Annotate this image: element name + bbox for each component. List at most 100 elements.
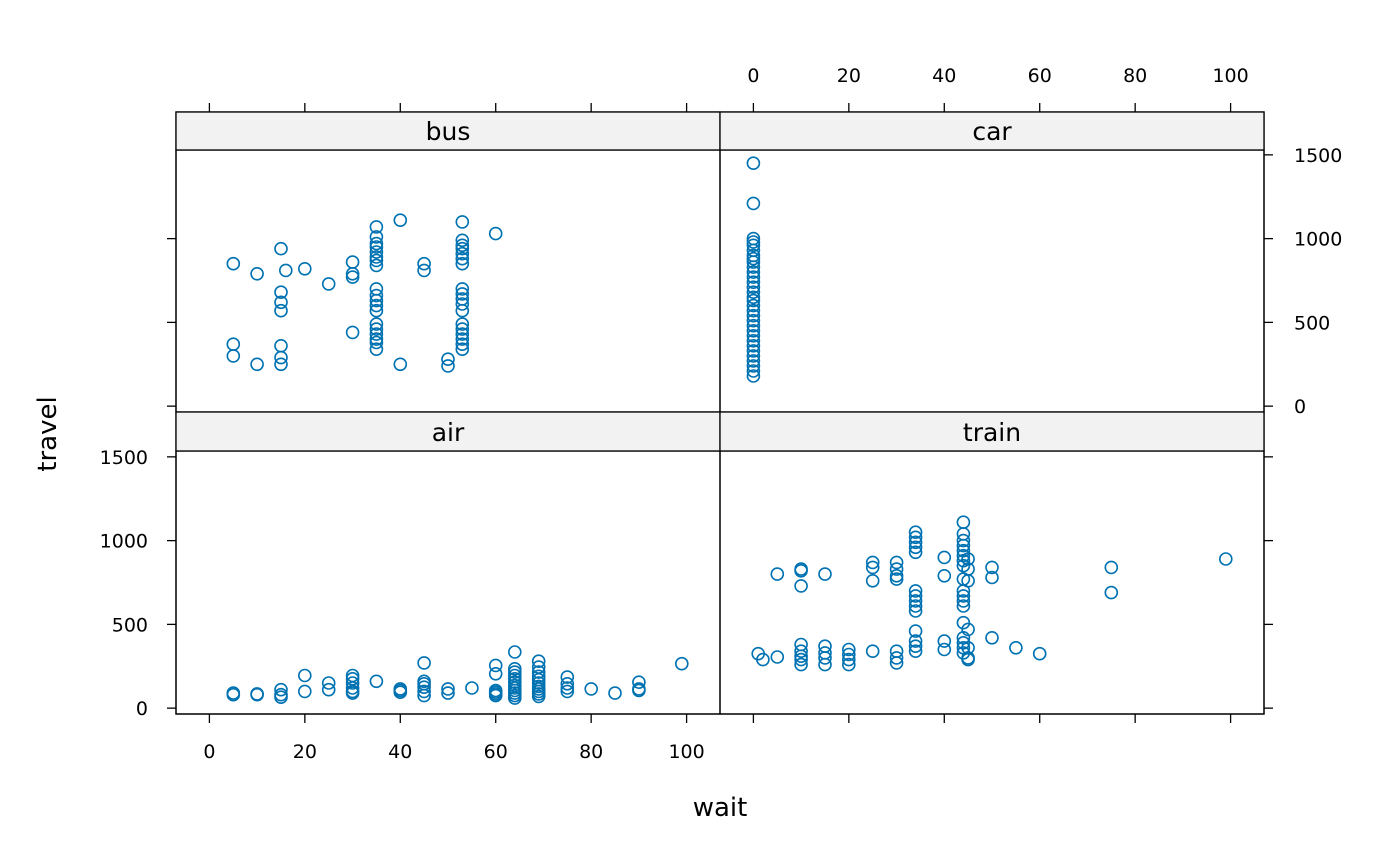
point-bus <box>455 342 470 357</box>
point-air <box>531 665 546 679</box>
point-bus <box>441 352 455 367</box>
point-bus <box>417 263 431 278</box>
point-bus <box>455 322 470 336</box>
y-tick-label-right: 0 <box>1294 396 1306 418</box>
x-tick-label-bottom: 100 <box>668 741 704 763</box>
point-train <box>908 540 923 555</box>
point-bus <box>297 261 312 276</box>
point-air <box>226 687 241 702</box>
point-air <box>417 684 431 699</box>
point-bus <box>369 240 384 254</box>
panel-frame-air <box>175 450 721 715</box>
point-train <box>794 579 808 593</box>
strip-car <box>719 111 1265 151</box>
point-bus <box>393 357 408 372</box>
point-car <box>746 298 761 313</box>
strip-bus <box>175 111 721 151</box>
point-bus <box>455 287 470 301</box>
point-bus <box>369 253 384 268</box>
point-train <box>794 644 808 659</box>
point-bus <box>274 338 288 353</box>
point-bus <box>417 256 431 271</box>
point-bus <box>455 215 470 229</box>
point-bus <box>455 233 470 248</box>
point-train <box>818 651 832 665</box>
strip-label-air: air <box>432 418 465 447</box>
point-air <box>417 656 431 670</box>
point-car <box>746 156 761 170</box>
point-train <box>908 589 923 603</box>
point-train <box>937 550 952 565</box>
point-bus <box>369 293 384 308</box>
point-car <box>746 280 761 295</box>
point-air <box>321 676 336 690</box>
point-train <box>956 599 971 613</box>
point-air <box>584 682 599 696</box>
point-train <box>889 568 904 583</box>
point-air <box>507 665 522 679</box>
point-train <box>961 552 975 566</box>
point-air <box>250 687 264 702</box>
point-car <box>746 270 761 284</box>
point-bus <box>455 251 470 266</box>
x-tick-label-top: 60 <box>1028 65 1052 87</box>
point-train <box>794 657 808 672</box>
point-air <box>488 666 503 681</box>
point-car <box>746 328 761 343</box>
point-car <box>746 303 761 318</box>
point-train <box>937 634 952 648</box>
point-train <box>961 573 975 588</box>
point-bus <box>274 295 288 310</box>
point-bus <box>455 256 470 271</box>
point-air <box>345 686 360 700</box>
point-train <box>1219 552 1233 566</box>
y-tick-label-left: 1000 <box>100 531 148 553</box>
point-train <box>770 567 785 581</box>
point-car <box>746 308 761 323</box>
point-bus <box>274 303 288 318</box>
point-air <box>560 670 575 684</box>
point-bus <box>369 317 384 331</box>
point-train <box>865 573 880 588</box>
y-tick-label-left: 1500 <box>100 447 148 469</box>
point-car <box>746 338 761 353</box>
point-bus <box>345 270 360 284</box>
point-bus <box>369 245 384 259</box>
x-tick-label-bottom: 20 <box>293 741 317 763</box>
data-points <box>226 156 1233 705</box>
y-axis-title: travel <box>33 396 63 471</box>
point-train <box>985 560 999 575</box>
point-air <box>632 675 646 690</box>
point-train <box>937 642 952 657</box>
point-train <box>956 515 971 530</box>
x-tick-label-top: 80 <box>1123 65 1147 87</box>
point-air <box>507 675 522 690</box>
point-car <box>746 293 761 308</box>
point-car <box>746 265 761 279</box>
x-tick-label-top: 40 <box>932 65 956 87</box>
x-tick-label-top: 0 <box>747 65 759 87</box>
point-air <box>608 686 622 700</box>
point-car <box>746 354 761 368</box>
point-bus <box>369 220 384 234</box>
point-bus <box>345 266 360 281</box>
axes: 0020204040606080801001000050050010001000… <box>100 65 1343 763</box>
point-train <box>908 584 923 598</box>
point-air <box>531 689 546 704</box>
point-train <box>889 651 904 665</box>
point-car <box>746 313 761 328</box>
point-air <box>560 684 575 699</box>
point-car <box>746 255 761 269</box>
x-tick-label-bottom: 0 <box>203 741 215 763</box>
point-car <box>746 318 761 333</box>
point-bus <box>455 297 470 311</box>
strip-air <box>175 411 721 452</box>
point-air <box>441 682 455 696</box>
point-bus <box>455 337 470 352</box>
point-bus <box>274 241 288 256</box>
point-air <box>274 682 288 697</box>
point-car <box>746 235 761 249</box>
point-car <box>746 285 761 300</box>
x-axis-title: wait <box>693 793 748 823</box>
strip-train <box>719 411 1265 452</box>
